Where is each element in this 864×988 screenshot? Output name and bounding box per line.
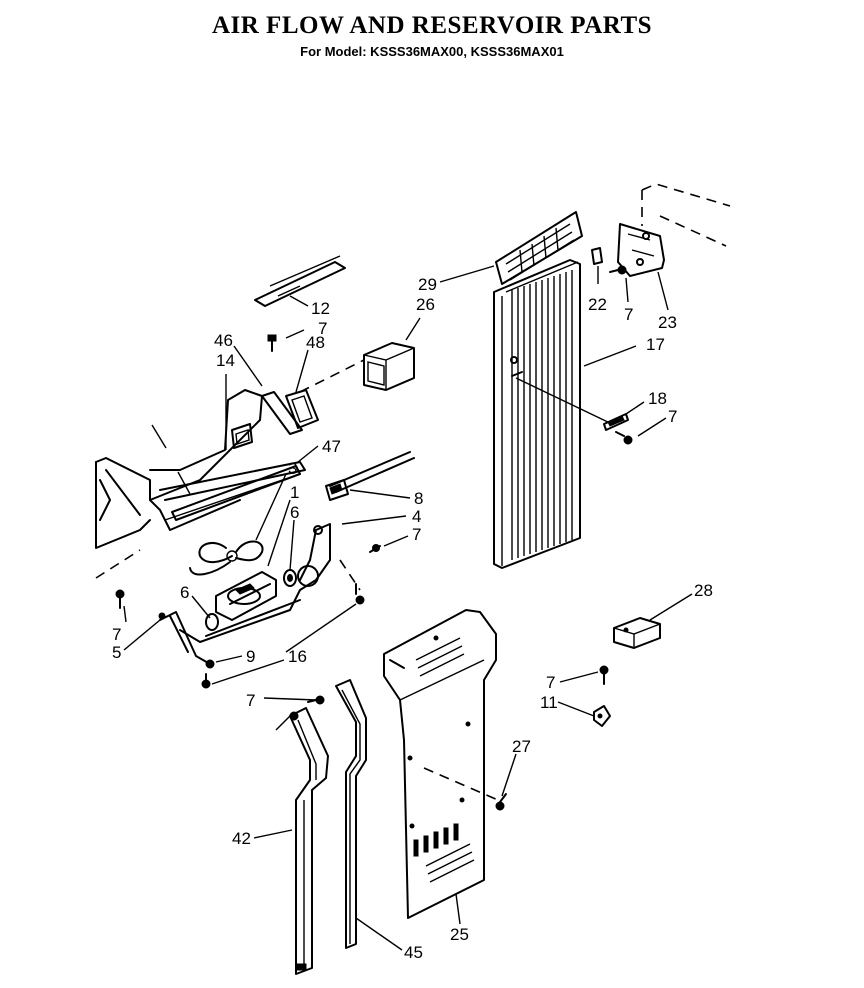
callout-1: 1 — [290, 483, 299, 502]
part-1-fan-motor — [215, 571, 277, 621]
callout-8: 8 — [414, 489, 423, 508]
callout-7-channel: 7 — [246, 691, 255, 710]
callout-12: 12 — [311, 299, 330, 318]
callout-7-liner: 7 — [668, 407, 677, 426]
part-3-fan-blade — [189, 540, 264, 576]
callout-48: 48 — [306, 333, 325, 352]
callout-14: 14 — [216, 351, 235, 370]
callout-45: 45 — [404, 943, 423, 962]
screw-16-right — [355, 583, 365, 605]
screw-7-housing — [609, 265, 627, 275]
screw-7-clip — [599, 665, 609, 685]
callout-7-bracket: 7 — [412, 525, 421, 544]
callout-29: 29 — [418, 275, 437, 294]
part-6-grommet-left — [205, 613, 219, 631]
callout-6-left: 6 — [180, 583, 189, 602]
callout-28: 28 — [694, 581, 713, 600]
callout-18: 18 — [648, 389, 667, 408]
callout-27: 27 — [512, 737, 531, 756]
callout-25: 25 — [450, 925, 469, 944]
leader-lines — [123, 265, 693, 951]
part-11-clip — [593, 705, 611, 727]
part-42-channel — [289, 707, 329, 975]
part-12-bracket — [254, 255, 346, 307]
rear-panel-vents — [413, 823, 459, 857]
part-26-duct-box — [363, 342, 415, 391]
model-subtitle: For Model: KSSS36MAX00, KSSS36MAX01 — [300, 44, 564, 59]
part-8-wire-harness — [325, 451, 415, 501]
part-5-bracket-foot — [158, 611, 211, 665]
part-48-pad — [285, 389, 319, 429]
callout-11: 11 — [540, 693, 558, 712]
part-29-grille — [495, 211, 583, 285]
part-25-rear-panel — [383, 609, 497, 919]
callout-7-housing: 7 — [624, 305, 633, 324]
callout-6-right: 6 — [290, 503, 299, 522]
part-4-fan-bracket — [179, 523, 331, 643]
part-23-housing — [617, 223, 665, 277]
callout-7-screw-top: 7 — [318, 319, 327, 338]
callout-17: 17 — [646, 335, 665, 354]
callout-22: 22 — [588, 295, 607, 314]
callout-4: 4 — [412, 507, 421, 526]
callout-7-clip: 7 — [546, 673, 555, 692]
page-title: AIR FLOW AND RESERVOIR PARTS — [211, 12, 653, 39]
screw-7-bracket-right — [369, 544, 381, 553]
part-45-seal — [335, 679, 367, 949]
part-6-grommet-right — [283, 569, 297, 587]
screw-16-left — [201, 673, 211, 689]
part-22-bumper — [591, 247, 603, 265]
callout-3: 3 — [288, 459, 297, 478]
part-14-duct-assembly — [95, 389, 306, 549]
callout-42: 42 — [232, 829, 251, 848]
callout-16: 16 — [288, 647, 307, 666]
screw-7-liner — [615, 431, 633, 445]
screw-27 — [495, 793, 507, 811]
part-18-clip — [603, 413, 629, 431]
callout-9: 9 — [246, 647, 255, 666]
screw-7-top — [267, 334, 277, 352]
screw-7-left — [115, 589, 125, 609]
callout-5: 5 — [112, 643, 121, 662]
callout-47: 47 — [322, 437, 341, 456]
part-17-liner-panel — [493, 259, 581, 569]
callout-46: 46 — [214, 331, 233, 350]
screw-9 — [205, 659, 215, 669]
part-47-seal-strip — [171, 465, 301, 521]
callout-23: 23 — [658, 313, 677, 332]
callout-26: 26 — [416, 295, 435, 314]
callout-7-left: 7 — [112, 625, 121, 644]
part-46-strip — [261, 391, 303, 435]
part-28-module — [613, 617, 661, 649]
